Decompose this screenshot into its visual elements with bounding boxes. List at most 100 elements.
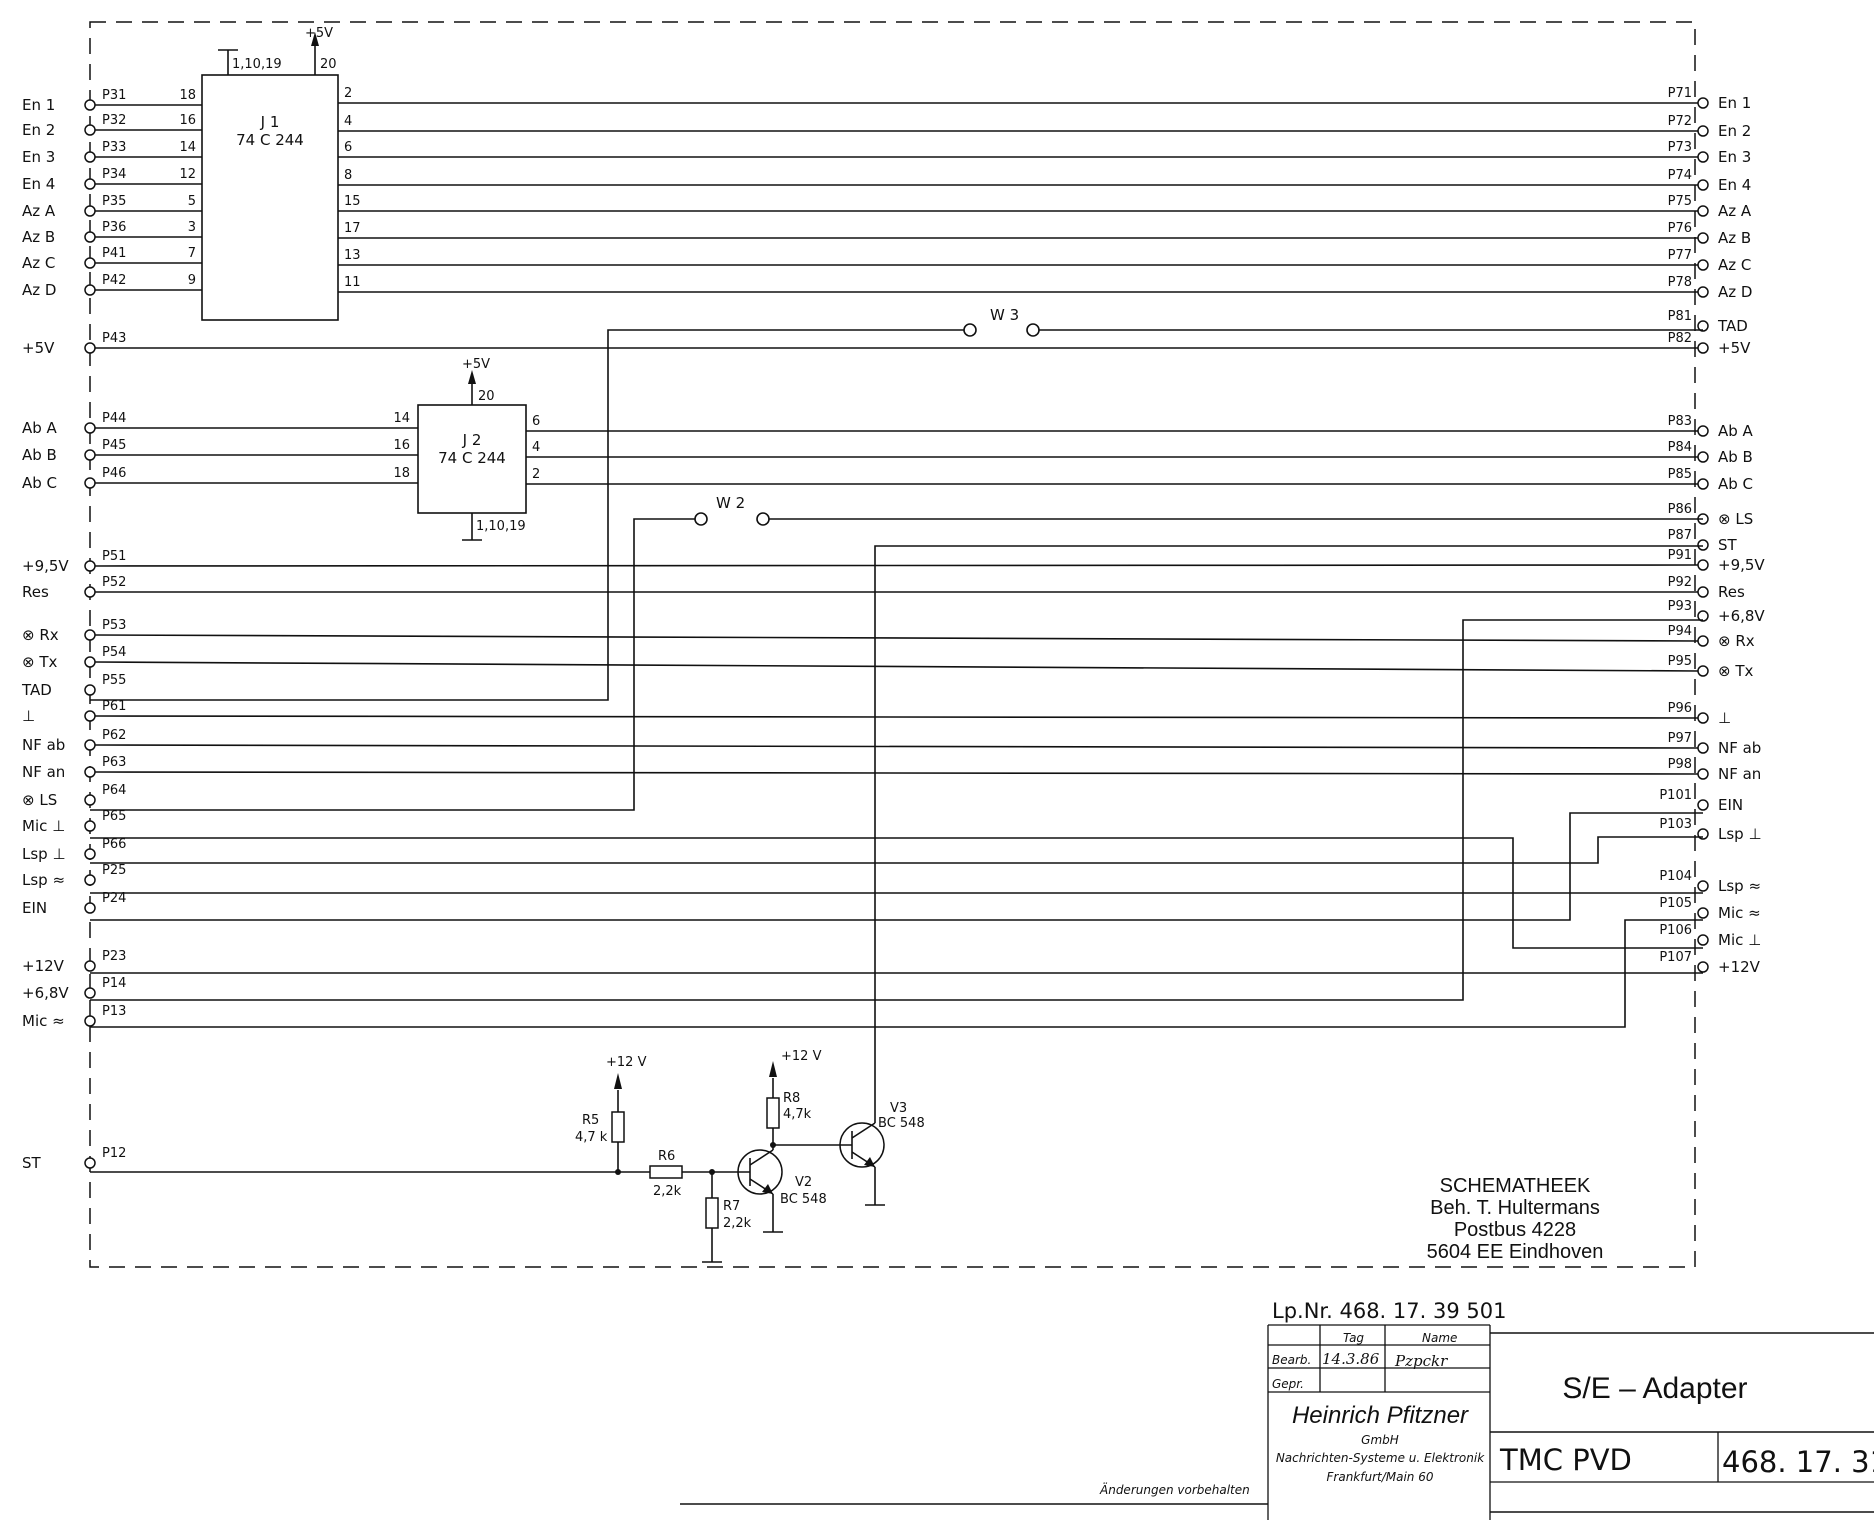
right-connector-pin: P76 — [1668, 221, 1692, 236]
r7-name: R7 — [723, 1199, 740, 1214]
right-connector-label: Ab A — [1718, 422, 1754, 440]
left-connector-pin: P55 — [102, 673, 126, 688]
r8-supply-label: +12 V — [781, 1049, 822, 1064]
left-connector-label: ST — [22, 1154, 42, 1172]
right-connector-pin: P78 — [1668, 275, 1692, 290]
left-connector-pin: P32 — [102, 113, 126, 128]
transistor-v2 — [737, 1149, 783, 1195]
stamp-line-3: Postbus 4228 — [1454, 1219, 1576, 1241]
right-connector-p106: Mic ⊥P106 — [1659, 923, 1761, 949]
right-connector-pin: P101 — [1659, 788, 1692, 803]
ic-j1: J 1 74 C 244 1,10,19 20 +5V — [201, 26, 339, 321]
ic-j1-input-pin: 9 — [188, 273, 196, 288]
right-connector-label: TAD — [1717, 317, 1748, 335]
right-connector-pin: P107 — [1659, 950, 1692, 965]
left-connector-label: Mic ⊥ — [22, 817, 65, 835]
left-connector-label: Az B — [22, 228, 55, 246]
ic-j1-supply: +5V — [305, 26, 333, 41]
right-connector-pin: P105 — [1659, 896, 1692, 911]
stamp-line-1: SCHEMATHEEK — [1440, 1175, 1591, 1197]
right-connector-pin: P84 — [1668, 440, 1692, 455]
resistor-r7 — [705, 1197, 719, 1229]
resistor-r8 — [766, 1097, 780, 1129]
ic-j1-input-pin: 12 — [179, 167, 196, 182]
left-connector-pin: P64 — [102, 783, 126, 798]
right-connector-label: Lsp ⊥ — [1718, 825, 1762, 843]
right-connector-pin: P83 — [1668, 414, 1692, 429]
left-connector-label: Lsp ⊥ — [22, 845, 66, 863]
r8-name: R8 — [783, 1091, 800, 1106]
right-connector-pin: P85 — [1668, 467, 1692, 482]
r8-value: 4,7k — [783, 1107, 812, 1122]
ic-j1-ground-pins: 1,10,19 — [232, 57, 282, 72]
left-connector-label: ⊗ Rx — [22, 626, 59, 644]
left-connector-pin: P45 — [102, 438, 126, 453]
r6-name: R6 — [658, 1149, 675, 1164]
right-connector-label: En 2 — [1718, 122, 1751, 140]
right-connector-pin: P97 — [1668, 731, 1692, 746]
left-connector-pin: P65 — [102, 809, 126, 824]
right-connector-label: Az C — [1718, 256, 1751, 274]
drawing-title: S/E – Adapter — [1562, 1372, 1747, 1405]
left-connector-pin: P44 — [102, 411, 126, 426]
right-connector-label: +12V — [1718, 958, 1761, 976]
left-connector-p12: ST P12 — [22, 1146, 126, 1172]
right-connector-label: EIN — [1718, 796, 1743, 814]
ic-j1-output-pin: 11 — [344, 275, 361, 290]
col-tag: Tag — [1343, 1331, 1364, 1345]
left-connector-pin: P62 — [102, 728, 126, 743]
firm-name: Heinrich Pfitzner — [1292, 1402, 1469, 1429]
bearb-name: Pzpckr — [1394, 1352, 1448, 1370]
left-connector-label: Lsp ≈ — [22, 871, 65, 889]
left-connector-pin: P36 — [102, 220, 126, 235]
right-connector-label: +6,8V — [1718, 607, 1765, 625]
left-connector-p51: +9,5V P51 — [22, 549, 126, 575]
left-connector-pin: P13 — [102, 1004, 126, 1019]
left-connector-label: Ab C — [22, 474, 57, 492]
ic-j2-input-pin: 16 — [393, 438, 410, 453]
right-connector-pin: P98 — [1668, 757, 1692, 772]
right-connector-label: En 4 — [1718, 176, 1751, 194]
ic-j1-input-pin: 3 — [188, 220, 196, 235]
right-connector-pin: P104 — [1659, 869, 1692, 884]
firm-city: Frankfurt/Main 60 — [1327, 1470, 1434, 1484]
ic-j2-supply: +5V — [462, 357, 490, 372]
left-connector-pin: P12 — [102, 1146, 126, 1161]
ic-j2-supply-pin: 20 — [478, 389, 495, 404]
col-name: Name — [1422, 1331, 1457, 1345]
left-connector-p65: Mic ⊥ P65 — [22, 809, 126, 835]
ic-j2-input-pin: 14 — [393, 411, 410, 426]
ic-j1-input-pin: 7 — [188, 246, 196, 261]
left-connector-label: +5V — [22, 339, 55, 357]
left-connector-p66: Lsp ⊥P66 — [22, 837, 126, 863]
right-connector-label: Mic ⊥ — [1718, 931, 1761, 949]
crossover-wiring — [90, 619, 1703, 1028]
transistor-v3 — [839, 1122, 885, 1168]
left-connector-pin: P54 — [102, 645, 126, 660]
right-connector-label: Az A — [1718, 202, 1752, 220]
right-connector-pin: P103 — [1659, 817, 1692, 832]
left-connector-label: +9,5V — [22, 557, 69, 575]
left-connector-pin: P51 — [102, 549, 126, 564]
left-connector-pin: P43 — [102, 331, 126, 346]
ic-j1-input-pin: 14 — [179, 140, 196, 155]
changes-note: Änderungen vorbehalten — [1099, 1482, 1250, 1497]
